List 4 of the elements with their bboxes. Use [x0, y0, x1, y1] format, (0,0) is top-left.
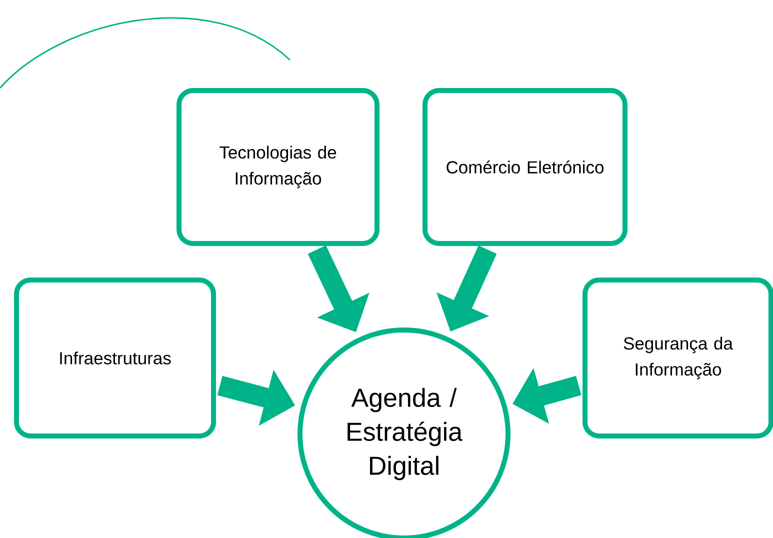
- rounded-box: Tecnologias de Informação: [176, 88, 380, 246]
- rounded-box: Comércio Eletrónico: [422, 88, 628, 246]
- rounded-box: Segurança da Informação: [582, 278, 773, 438]
- rounded-box: Infraestruturas: [14, 278, 216, 438]
